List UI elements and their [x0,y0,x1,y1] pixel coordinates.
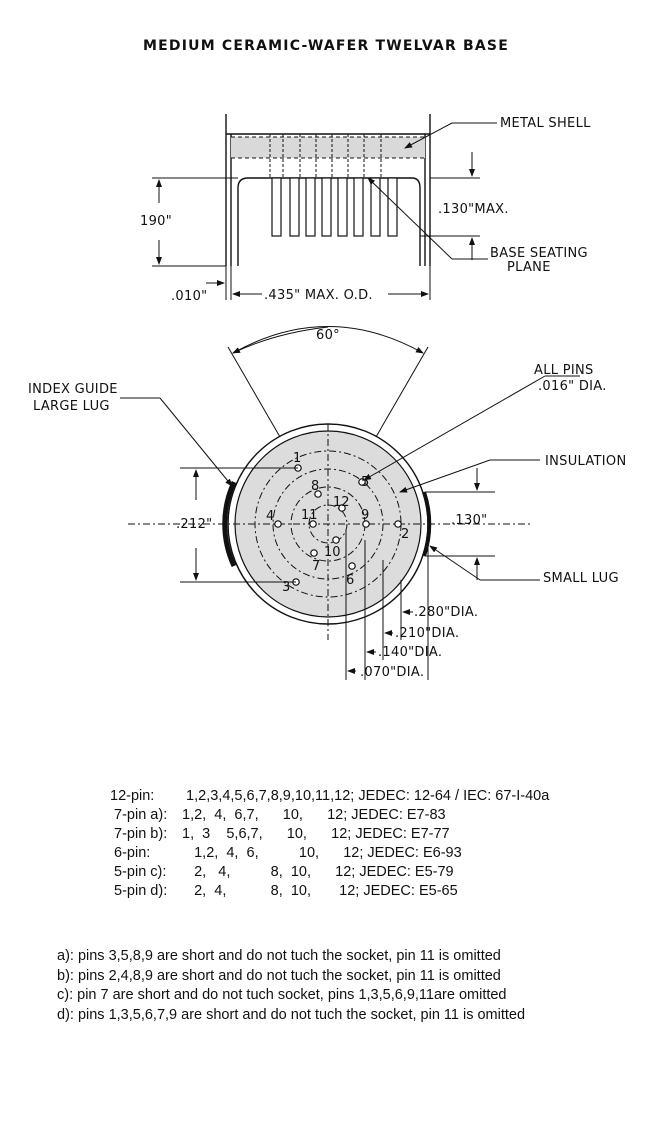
max-130-label: .130"MAX. [438,202,509,217]
pin-10-number: 10 [324,545,341,560]
wall-label: .010" [171,289,207,304]
side-pins [269,134,398,237]
pin-9-number: 9 [361,508,369,523]
dia-210-label: .210"DIA. [395,626,459,641]
all-pins-label-1: ALL PINS [534,363,594,378]
pin-2-number: 2 [401,527,409,542]
variant-row: 7-pin a): 1,2, 4, 6,7, 10, 12; JEDEC: E7… [110,807,446,823]
note-c: c): pin 7 are short and do not tuch sock… [57,987,507,1003]
seating-plane-label-2: PLANE [507,260,551,275]
drawing-title: MEDIUM CERAMIC-WAFER TWELVAR BASE [143,38,509,54]
seating-plane-label-1: BASE SEATING [490,246,588,261]
dia-070-label: .070"DIA. [360,665,424,680]
variant-row: 6-pin: 1,2, 4, 6, 10, 12; JEDEC: E6-93 [110,845,462,861]
variants-table: 12-pin: 1,2,3,4,5,6,7,8,9,10,11,12; JEDE… [110,788,549,902]
pin-7-number: 7 [312,559,320,574]
dia-140-label: .140"DIA. [378,645,442,660]
small-lug-label: SMALL LUG [543,571,619,586]
dim-130-label: .130" [451,513,487,528]
pin-8-number: 8 [311,479,319,494]
dia-280-label: .280"DIA. [414,605,478,620]
notes: a): pins 3,5,8,9 are short and do not tu… [57,948,525,1026]
variant-row: 5-pin d): 2, 4, 8, 10, 12; JEDEC: E5-65 [110,883,458,899]
base-drawing: MEDIUM CERAMIC-WAFER TWELVAR BASE [28,38,626,680]
bottom-view: 60° 1 2 3 [28,326,626,680]
dim-212-label: .212" [176,517,212,532]
note-b: b): pins 2,4,8,9 are short and do not tu… [57,967,501,984]
pin-11-number: 11 [301,508,318,523]
side-view: METAL SHELL 190" .130"MAX. BASE SEATING … [140,114,591,304]
pin-12-number: 12 [333,495,350,510]
variant-row: 5-pin c): 2, 4, 8, 10, 12; JEDEC: E5-79 [110,864,454,880]
pin-5-number: 5 [361,475,369,490]
variant-row: 12-pin: 1,2,3,4,5,6,7,8,9,10,11,12; JEDE… [110,788,550,804]
index-guide-label-1: INDEX GUIDE [28,382,118,397]
all-pins-label-2: .016" DIA. [538,379,607,394]
variant-row: 7-pin b): 1, 3 5,6,7, 10, 12; JEDEC: E7-… [110,826,450,842]
pin-3-number: 3 [282,580,290,595]
height-label: 190" [140,214,172,229]
pin-holes [274,464,402,586]
pin-4-number: 4 [266,509,274,524]
metal-shell-label: METAL SHELL [500,116,591,131]
pin-6-number: 6 [346,573,354,588]
od-label: .435" MAX. O.D. [264,288,373,303]
note-a: a): pins 3,5,8,9 are short and do not tu… [57,948,501,964]
insulation-label: INSULATION [545,454,626,469]
note-d: d): pins 1,3,5,6,7,9 are short and do no… [57,1006,526,1023]
index-guide-label-2: LARGE LUG [33,399,110,414]
shell-band [231,137,425,158]
angle-label: 60° [316,328,340,343]
pin-1-number: 1 [293,451,301,466]
